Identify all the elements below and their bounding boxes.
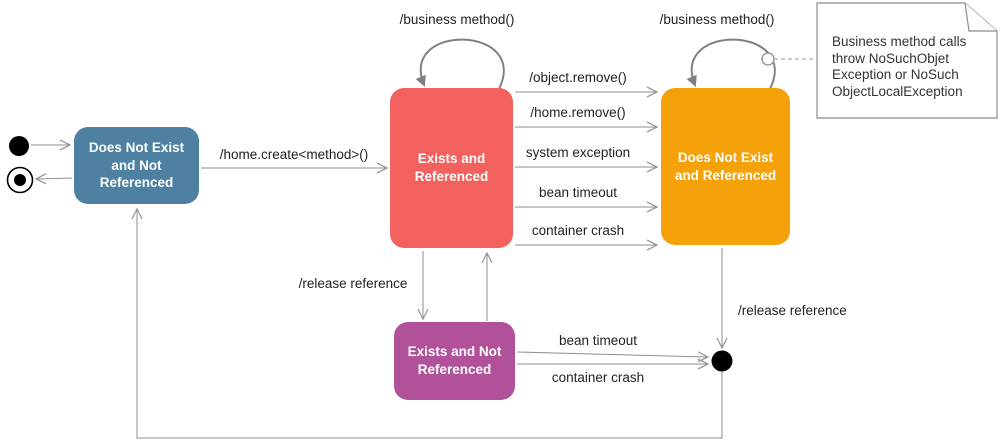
edge-feedback-to-does-not-exist (137, 210, 723, 439)
state-exists-and-referenced: Exists and Referenced (390, 88, 513, 248)
label-release-reference-left: /release reference (298, 276, 408, 291)
note-anchor-circle-icon (761, 52, 775, 66)
state-label: Exists and Not Referenced (407, 344, 502, 377)
label-home-remove: /home.remove() (530, 105, 626, 120)
edge-does-not-exist-to-final (37, 178, 73, 179)
label-release-reference-right: /release reference (738, 303, 847, 318)
label-bean-timeout-top: bean timeout (538, 185, 618, 200)
label-bean-timeout-bottom: bean timeout (558, 333, 638, 348)
initial-state-icon (9, 136, 29, 156)
state-label: Exists and Referenced (414, 151, 489, 184)
state-exists-and-not-referenced: Exists and Not Referenced (394, 322, 515, 400)
state-label: Does Not Exist and Referenced (674, 149, 777, 183)
label-business-method-left: /business method() (399, 12, 515, 27)
label-system-exception: system exception (525, 145, 631, 160)
state-label: Does Not Exist and Not Referenced (88, 140, 185, 191)
end-node-icon (711, 350, 733, 372)
label-home-create: /home.create<method>() (219, 147, 369, 162)
edge-business-method-self-red (415, 38, 505, 92)
edge-bean-timeout-bottom (516, 352, 707, 357)
label-container-crash-bottom: container crash (551, 370, 645, 385)
label-container-crash-top: container crash (531, 223, 625, 238)
label-business-method-right: /business method() (659, 12, 775, 27)
edge-business-method-self-orange (686, 38, 776, 92)
state-does-not-exist-and-referenced: Does Not Exist and Referenced (661, 88, 790, 245)
state-does-not-exist-and-not-referenced: Does Not Exist and Not Referenced (74, 127, 199, 204)
note-text: Business method calls throw NoSuchObjet … (832, 34, 967, 99)
label-object-remove: /object.remove() (529, 70, 627, 85)
note-fold-icon (964, 2, 997, 32)
note-shape (816, 2, 998, 119)
final-state-inner-icon (14, 174, 26, 186)
